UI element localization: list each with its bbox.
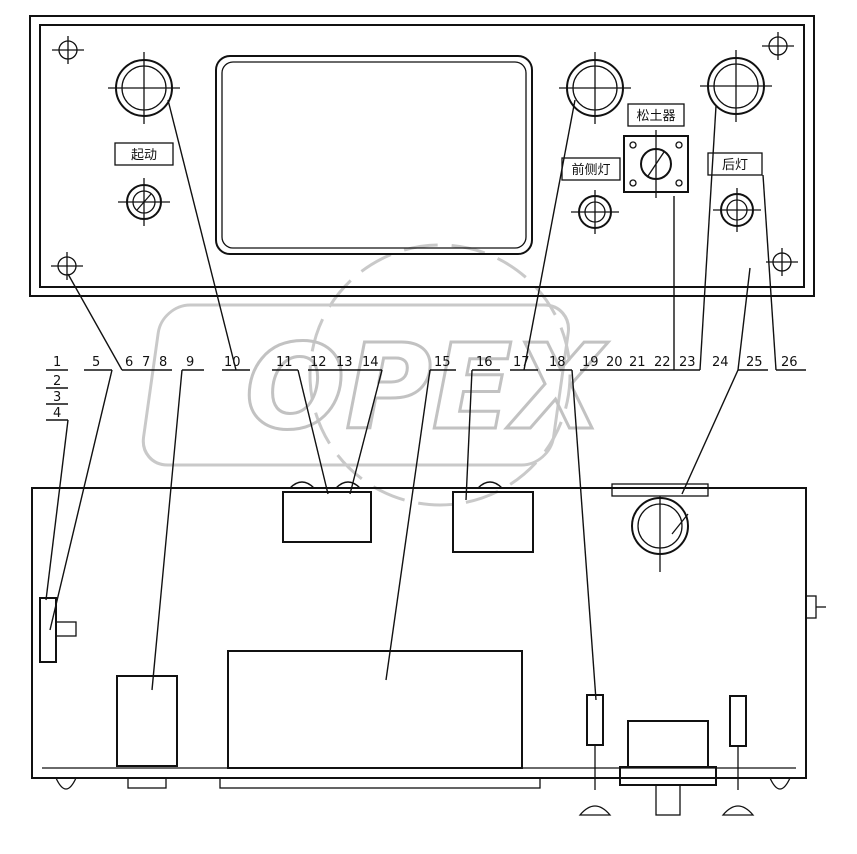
- callout-13: 13: [336, 355, 353, 370]
- callout-16: 16: [476, 355, 493, 370]
- callout-2: 2: [53, 374, 61, 389]
- watermark-text: OPEX: [245, 318, 608, 456]
- callout-21: 21: [629, 355, 646, 370]
- callout-24: 24: [712, 355, 729, 370]
- callout-numbers: 1 2 3 4 5 6 7 8 9 10 11 12 13 14 15 16 1…: [53, 355, 798, 421]
- callout-9: 9: [186, 355, 194, 370]
- callout-10: 10: [224, 355, 241, 370]
- corner-screw-top-left: [52, 36, 84, 64]
- gauge-right: [700, 50, 772, 122]
- corner-screw-top-right: [762, 32, 794, 60]
- label-front-side-lamp: 前侧灯: [571, 162, 610, 178]
- component-box-left: [282, 491, 372, 543]
- label-rear-lamp: 后灯: [722, 158, 748, 173]
- callout-5: 5: [92, 355, 100, 370]
- rear-lamp-switch: 后灯: [707, 152, 763, 232]
- component-box-lower-center: [227, 650, 523, 769]
- panel-side-view: [31, 481, 826, 816]
- callout-20: 20: [606, 355, 623, 370]
- callout-7: 7: [142, 355, 150, 370]
- callout-3: 3: [53, 390, 61, 405]
- callout-15: 15: [434, 355, 451, 370]
- callout-6: 6: [125, 355, 133, 370]
- callout-4: 4: [53, 406, 61, 421]
- callout-26: 26: [781, 355, 798, 370]
- callout-14: 14: [362, 355, 379, 370]
- corner-screw-bottom-right: [766, 248, 798, 276]
- display-window: [215, 55, 533, 255]
- callout-8: 8: [159, 355, 167, 370]
- callout-18: 18: [549, 355, 566, 370]
- callout-17: 17: [513, 355, 530, 370]
- label-start: 起动: [131, 148, 157, 163]
- side-gauge: [611, 483, 709, 572]
- component-box-lower-left: [116, 675, 178, 767]
- start-switch: 起动: [114, 142, 174, 226]
- callout-22: 22: [654, 355, 671, 370]
- leader-lines: [45, 99, 806, 701]
- watermark: OPEX: [141, 243, 610, 507]
- gauge-middle: [559, 52, 631, 124]
- front-side-lamp-switch: 前侧灯: [561, 157, 621, 234]
- callout-12: 12: [310, 355, 327, 370]
- ripper-switch: 松土器: [623, 103, 689, 198]
- component-box-middle: [452, 491, 534, 553]
- panel-top-view: 起动 松土器 前侧灯 后灯: [29, 15, 815, 297]
- gauge-left: [108, 52, 180, 124]
- corner-screw-bottom-left: [51, 252, 83, 280]
- callout-23: 23: [679, 355, 696, 370]
- callout-1: 1: [53, 355, 61, 370]
- left-bracket: [39, 597, 57, 663]
- label-ripper: 松土器: [636, 109, 675, 124]
- callout-19: 19: [582, 355, 599, 370]
- callout-25: 25: [746, 355, 763, 370]
- callout-11: 11: [276, 355, 293, 370]
